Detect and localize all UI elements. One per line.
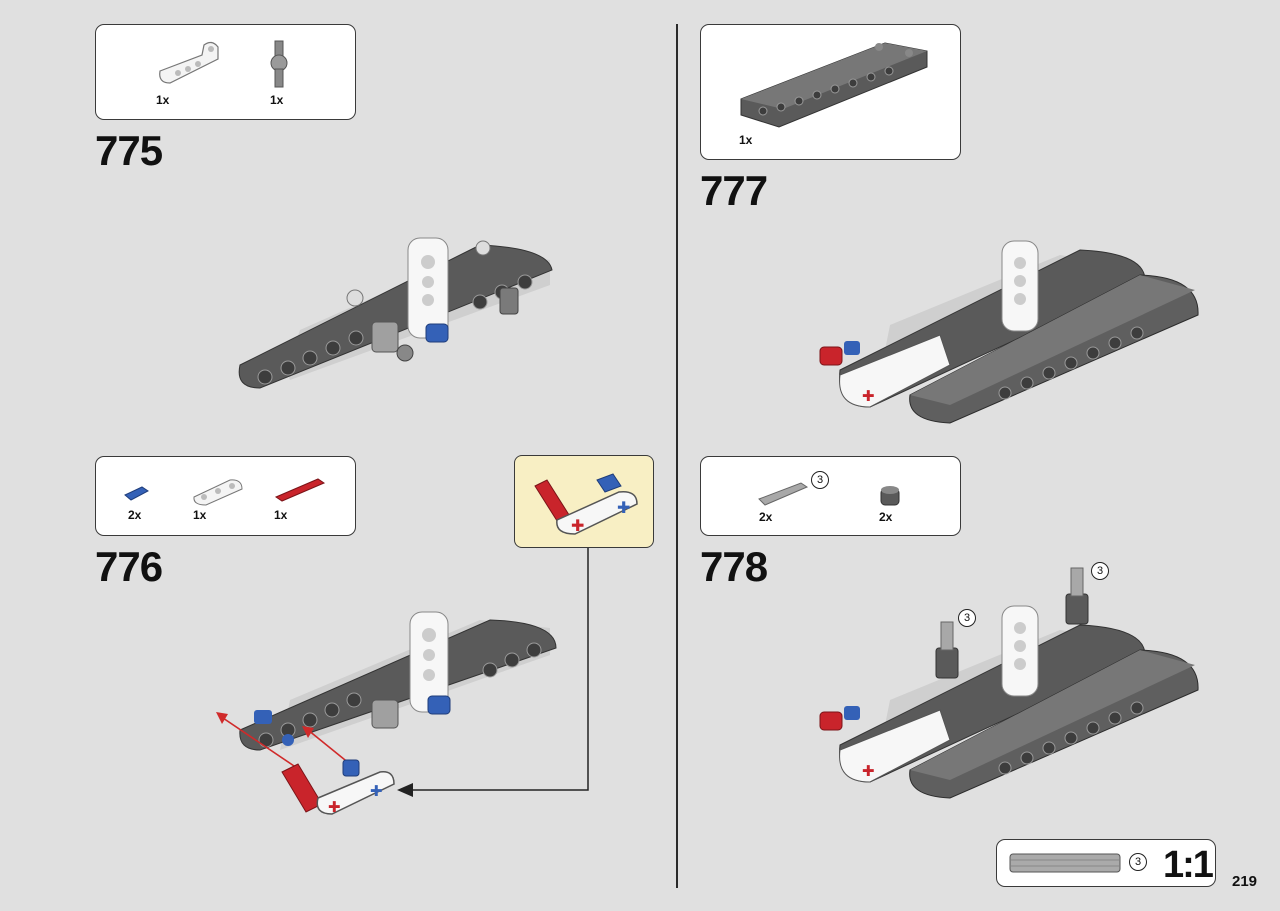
svg-text:✚: ✚ [617,500,630,517]
step-777-assembly-illustration: ✚ [819,240,1199,424]
axle-length-badge: 3 [958,609,976,627]
page-number: 219 [1232,873,1258,890]
step-number-776: 776 [95,543,163,590]
step-778-parts-box: 3 2x 2x [700,456,961,536]
part-qty: 1x [193,508,207,522]
svg-text:✚: ✚ [862,763,875,780]
step-775-assembly-illustration [238,237,553,389]
part-qty: 1x [156,93,170,107]
svg-text:✚: ✚ [571,518,584,535]
grey-axle-icon [758,482,809,506]
scale-label: 1:1 [1163,844,1214,886]
scale-reference-box: 3 1:1 [996,839,1216,887]
blue-pin-icon [124,486,149,501]
part-qty: 2x [759,510,773,524]
axle-length-badge: 3 [811,471,829,489]
dark-grey-bush-icon [880,486,900,506]
svg-text:✚: ✚ [370,783,383,800]
axle-length-badge: 3 [1129,853,1147,871]
part-qty: 2x [128,508,142,522]
step-776-parts-box: 2x 1x 1x [95,456,356,536]
axle-scale-ruler-icon [1009,853,1121,873]
white-liftarm-3-icon [193,479,243,506]
step-number-777: 777 [700,167,768,214]
sub-assembly-callout: ✚ ✚ [514,455,654,548]
part-qty: 1x [274,508,288,522]
step-775-parts-box: 1x 1x [95,24,356,120]
svg-text:✚: ✚ [328,799,341,816]
red-axle-pin-icon [274,478,326,502]
step-777-parts-box: 1x [700,24,961,160]
white-liftarm-l-shape-icon [159,41,219,84]
dark-grey-panel-icon [740,42,928,128]
step-number-775: 775 [95,127,163,174]
callout-arrow [397,548,589,797]
step-776-assembly-illustration: ✚ ✚ [216,611,557,816]
step-778-assembly-illustration: ✚ [819,567,1199,799]
axle-length-badge: 3 [1091,562,1109,580]
part-qty: 1x [739,133,753,147]
grey-axle-pin-connector-icon [270,40,288,88]
step-number-778: 778 [700,543,768,590]
svg-text:✚: ✚ [862,388,875,405]
sub-assembly-liftarm-icon: ✚ ✚ [534,473,638,535]
part-qty: 2x [879,510,893,524]
page-divider [676,24,678,888]
part-qty: 1x [270,93,284,107]
